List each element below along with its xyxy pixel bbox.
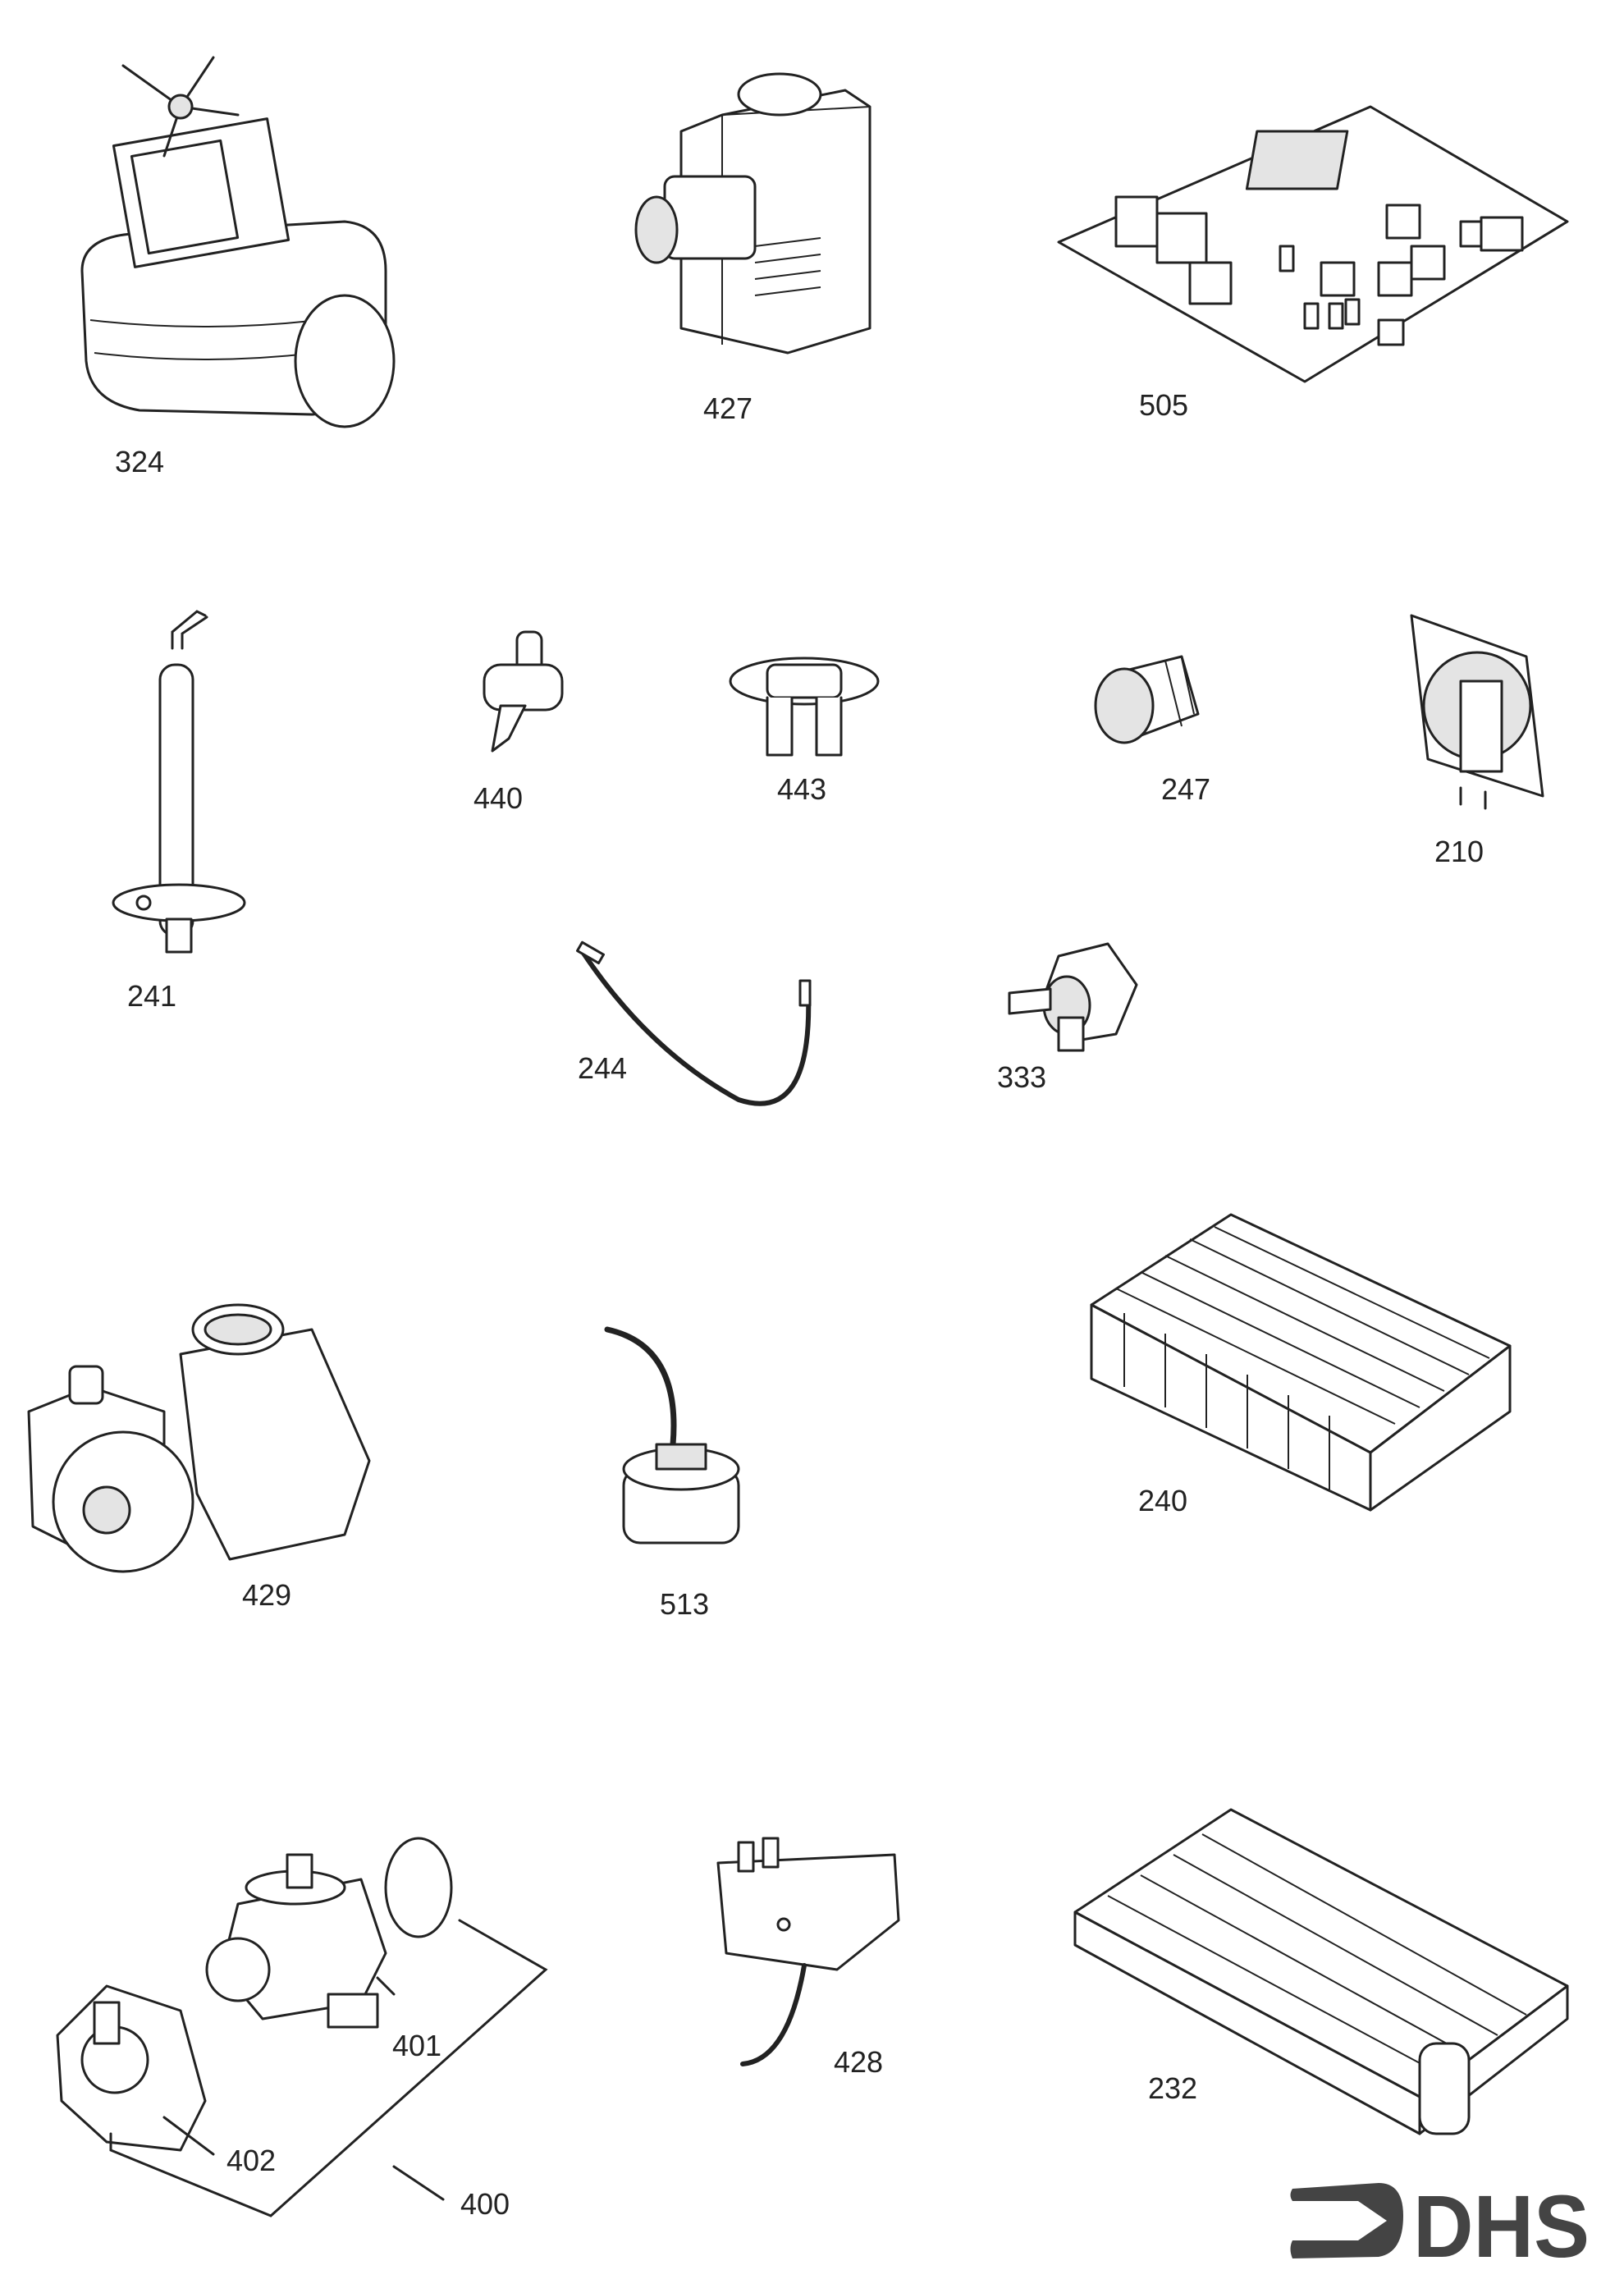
part-427-gas-valve: [634, 72, 871, 355]
part-324-fan: [80, 56, 396, 428]
label-402: 402: [226, 2144, 276, 2177]
part-443-thermostat: [729, 657, 880, 757]
label-247: 247: [1161, 772, 1210, 806]
label-240: 240: [1138, 1484, 1187, 1517]
label-505: 505: [1139, 388, 1188, 422]
arrow-logo-icon: [1290, 2183, 1403, 2258]
part-513-sensor: [604, 1326, 740, 1545]
label-324: 324: [115, 445, 164, 478]
label-244: 244: [578, 1051, 627, 1085]
label-513: 513: [660, 1587, 709, 1621]
part-400-assembly-bracket: [109, 1919, 548, 2217]
part-401-diverter-valve: [205, 1837, 453, 2029]
part-505-circuit-board: [1057, 105, 1569, 383]
logo-text: DHS: [1413, 2176, 1590, 2276]
part-240-burner: [1090, 1213, 1512, 1512]
label-232: 232: [1148, 2071, 1197, 2105]
part-429-pump: [27, 1303, 371, 1573]
dhs-logo: DHS: [1290, 2176, 1590, 2276]
label-427: 427: [703, 391, 753, 425]
label-400: 400: [460, 2187, 510, 2221]
label-443: 443: [777, 772, 826, 806]
part-244-lead: [576, 940, 812, 1106]
part-247-plug: [1094, 655, 1200, 744]
label-440: 440: [473, 781, 523, 815]
part-428-microswitch: [716, 1837, 900, 2066]
label-333: 333: [997, 1060, 1046, 1094]
label-401: 401: [392, 2029, 441, 2062]
label-241: 241: [127, 979, 176, 1013]
part-333-limit-thermostat: [1008, 942, 1138, 1052]
label-210: 210: [1434, 835, 1484, 868]
part-241-electrode: [112, 610, 246, 954]
part-402-valve-head: [56, 1984, 215, 2156]
part-210-pressure-switch: [1410, 614, 1544, 810]
label-428: 428: [834, 2045, 883, 2079]
part-labels: 324 427 505 241 440 443 247 210 244 333 …: [115, 388, 1484, 2221]
part-232-heat-exchanger: [1073, 1808, 1569, 2135]
part-440-sensor: [483, 630, 564, 753]
label-429: 429: [242, 1578, 291, 1612]
